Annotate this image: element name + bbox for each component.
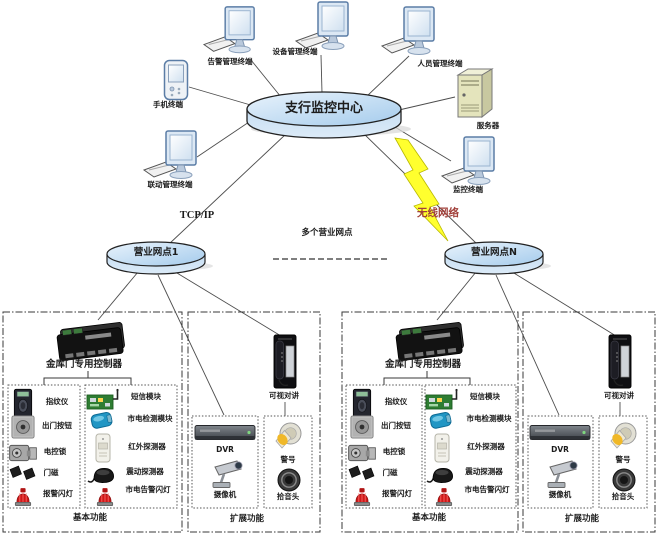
mains-detect-label: 市电检测模块 xyxy=(466,414,512,423)
vault-controller-icon xyxy=(55,321,126,362)
vibration-detector-icon xyxy=(87,467,115,484)
ir-detector-icon xyxy=(434,433,450,463)
pickup-icon xyxy=(612,468,636,492)
personnel-terminal-label: 人员管理终端 xyxy=(417,59,463,68)
door-magnet-icon xyxy=(9,465,36,480)
mains-alarm-strobe-icon xyxy=(96,487,114,507)
camera-icon xyxy=(546,459,579,489)
ir-detector-label: 红外探测器 xyxy=(467,442,505,451)
section-boxes xyxy=(2,311,656,533)
door-magnet-label: 门磁 xyxy=(43,468,59,477)
pickup-label: 拾音头 xyxy=(611,492,635,501)
basic-section-label: 基本功能 xyxy=(72,513,108,523)
exit-button-label: 出门按钮 xyxy=(381,421,411,430)
extend-section-label: 扩展功能 xyxy=(229,514,265,524)
alarm-strobe-label: 报警闪灯 xyxy=(382,489,412,498)
extend-section-label: 扩展功能 xyxy=(564,514,600,524)
hub-label: 支行监控中心 xyxy=(284,101,364,116)
door-magnet-icon xyxy=(348,465,375,480)
wireless-label: 无线网络 xyxy=(417,207,459,219)
alarm-terminal-label: 告警管理终端 xyxy=(207,57,253,66)
intercom-label: 可视对讲 xyxy=(604,391,634,400)
linkage-terminal-label: 联动管理终端 xyxy=(147,180,193,189)
camera-icon xyxy=(211,459,244,489)
exit-button-icon xyxy=(350,415,374,439)
electric-lock-icon xyxy=(348,444,376,462)
mains-alarm-strobe-icon xyxy=(435,487,453,507)
dvr-icon xyxy=(529,425,591,441)
alarm-strobe-label: 报警闪灯 xyxy=(43,489,73,498)
linkage-terminal-icon xyxy=(143,130,197,180)
camera-label: 摄像机 xyxy=(548,490,572,499)
vault-controller-label: 金库门专用控制器 xyxy=(45,359,123,370)
camera-label: 摄像机 xyxy=(213,490,237,499)
device-terminal-icon xyxy=(295,1,349,51)
alarm-strobe-icon xyxy=(353,487,371,507)
door-magnet-label: 门磁 xyxy=(382,468,398,477)
siren-label: 警号 xyxy=(280,455,296,464)
video-intercom-icon xyxy=(273,334,297,389)
server-label: 服务器 xyxy=(476,121,500,130)
electric-lock-label: 电控锁 xyxy=(382,447,406,456)
mains-detect-label: 市电检测模块 xyxy=(127,414,173,423)
ir-detector-icon xyxy=(95,433,111,463)
pickup-label: 拾音头 xyxy=(276,492,300,501)
dvr-label: DVR xyxy=(216,445,234,454)
controller-bracket xyxy=(43,371,471,385)
intercom-label: 可视对讲 xyxy=(269,391,299,400)
siren-icon xyxy=(609,422,637,449)
siren-label: 警号 xyxy=(615,455,631,464)
personnel-terminal-icon xyxy=(381,6,435,56)
mains-alarm-label: 市电告警闪灯 xyxy=(125,485,171,494)
tcpip-label: TCP/IP xyxy=(179,210,215,221)
ir-detector-label: 红外探测器 xyxy=(128,442,166,451)
mains-detect-module-icon xyxy=(89,411,114,430)
fingerprint-reader-icon xyxy=(352,388,372,418)
device-boxes xyxy=(7,384,648,509)
multi-outlet-note: 多个营业网点 xyxy=(301,228,353,238)
vibration-label: 震动探测器 xyxy=(126,467,164,476)
exit-button-label: 出门按钮 xyxy=(42,421,72,430)
sms-module-label: 短信模块 xyxy=(131,392,161,401)
video-intercom-icon xyxy=(608,334,632,389)
vibration-detector-icon xyxy=(426,467,454,484)
siren-icon xyxy=(274,422,302,449)
server-icon xyxy=(457,68,493,118)
mobile-terminal-label: 手机终端 xyxy=(153,100,183,109)
fingerprint-label: 指纹仪 xyxy=(384,397,408,406)
outlet1-node xyxy=(106,241,213,275)
exit-button-icon xyxy=(11,415,35,439)
vibration-label: 震动探测器 xyxy=(465,467,503,476)
fingerprint-reader-icon xyxy=(13,388,33,418)
alarm-terminal-icon xyxy=(203,6,255,54)
outletN-label: 营业网点N xyxy=(471,247,517,258)
dvr-label: DVR xyxy=(551,445,569,454)
outletN-node xyxy=(444,241,551,275)
fingerprint-label: 指纹仪 xyxy=(45,397,69,406)
mains-detect-module-icon xyxy=(428,411,453,430)
mobile-terminal-icon xyxy=(163,59,189,101)
lightning-bolt-icon xyxy=(394,137,449,242)
pickup-icon xyxy=(277,468,301,492)
basic-section-label: 基本功能 xyxy=(411,513,447,523)
vault-controller-label: 金库门专用控制器 xyxy=(384,359,462,370)
sms-module-icon xyxy=(86,388,120,410)
dvr-icon xyxy=(194,425,256,441)
mains-alarm-label: 市电告警闪灯 xyxy=(464,485,510,494)
monitor-terminal-label: 监控终端 xyxy=(453,185,483,194)
vault-controller-icon xyxy=(394,321,465,362)
electric-lock-label: 电控锁 xyxy=(43,447,67,456)
hub-node xyxy=(246,91,411,139)
electric-lock-icon xyxy=(9,444,37,462)
sms-module-label: 短信模块 xyxy=(470,392,500,401)
outlet1-label: 营业网点1 xyxy=(133,247,179,258)
device-terminal-label: 设备管理终端 xyxy=(272,47,318,56)
sms-module-icon xyxy=(425,388,459,410)
alarm-strobe-icon xyxy=(14,487,32,507)
